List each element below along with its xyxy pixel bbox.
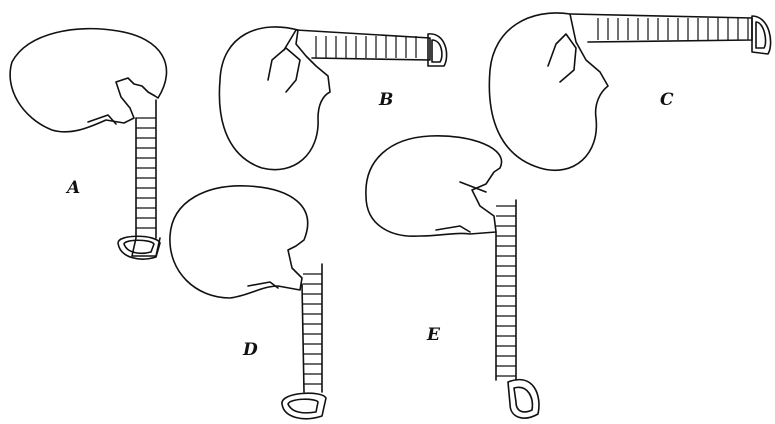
specimen-b-body bbox=[219, 27, 330, 170]
specimen-c-tract bbox=[570, 14, 752, 42]
specimen-e-label: E bbox=[427, 327, 440, 344]
specimen-d-tract bbox=[302, 264, 322, 392]
specimen-c-label: C bbox=[660, 92, 674, 109]
specimen-d-label: D bbox=[243, 342, 258, 359]
specimen-b bbox=[219, 27, 446, 170]
specimen-e-body bbox=[366, 136, 502, 236]
specimen-b-label: B bbox=[379, 92, 393, 109]
specimen-a-label: A bbox=[67, 180, 80, 197]
specimen-d bbox=[170, 186, 326, 419]
specimen-a-body bbox=[10, 29, 166, 132]
specimen-c-body bbox=[489, 13, 608, 170]
specimen-e bbox=[366, 136, 539, 418]
specimen-e-tract bbox=[496, 200, 516, 380]
specimen-a bbox=[10, 29, 166, 259]
specimen-d-body bbox=[170, 186, 308, 298]
specimen-c bbox=[489, 13, 770, 170]
